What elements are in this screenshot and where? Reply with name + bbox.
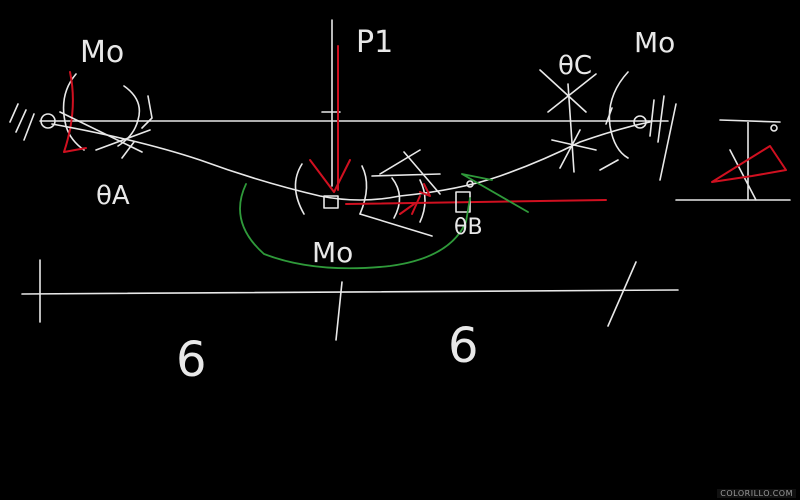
span-dimension-line [21, 259, 679, 341]
span-left-label: 6 [176, 332, 207, 388]
side-sketch [675, 119, 791, 201]
load-arrow-red [309, 45, 351, 193]
moment-left-label: Mo [80, 35, 124, 70]
theta-b-label: θB [454, 215, 483, 240]
left-support-hinge [9, 103, 56, 141]
theta-a-label: θA [96, 181, 130, 211]
side-sketch-red [711, 145, 787, 183]
middle-joint-box [323, 195, 339, 209]
theta-a-tangent [59, 111, 151, 159]
moment-mid-label: Mo [312, 236, 353, 269]
span-right-label: 6 [448, 318, 479, 374]
moment-right-label: Mo [634, 26, 675, 59]
watermark-label: COLORILLO.COM [717, 489, 796, 498]
left-moment-red-stroke [63, 71, 87, 153]
theta-b-green-line [461, 173, 529, 213]
theta-c-tangent [539, 69, 597, 173]
right-support-hinge [633, 95, 677, 181]
load-label: P1 [356, 25, 393, 60]
left-moment-symbol [62, 73, 153, 151]
middle-moment-parens [294, 163, 426, 223]
mid-moment-bubble [239, 183, 471, 270]
middle-rotation-red [345, 183, 607, 215]
right-moment-symbol [599, 71, 629, 171]
theta-c-label: θC [558, 51, 592, 81]
